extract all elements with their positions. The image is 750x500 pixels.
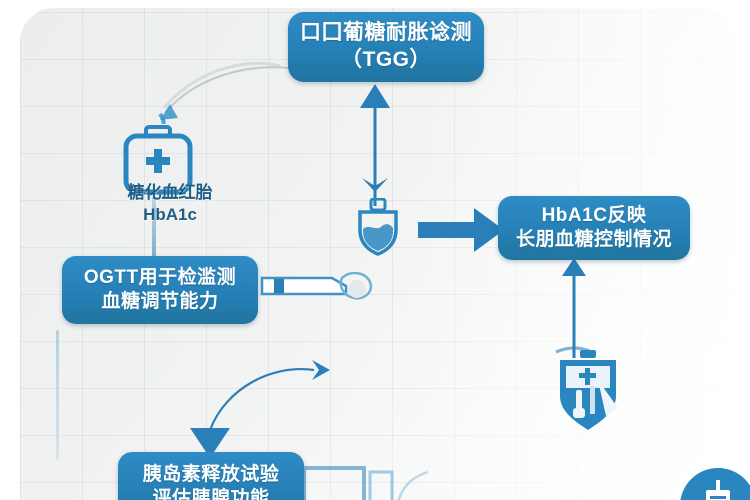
ogtt-title-box[interactable]: 口囗葡糖耐胀谂测 （TGG） bbox=[288, 12, 484, 82]
hba1c-meaning-line1: HbA1C反映 bbox=[541, 204, 647, 226]
insulin-release-line1: 胰岛素释放试验 bbox=[142, 463, 280, 485]
ogtt-purpose-box[interactable]: OGTT用于检滥测 血糖调节能力 bbox=[62, 256, 258, 324]
hba1c-caption-line1: 糖化血红胎 bbox=[127, 183, 213, 202]
hba1c-meaning-box[interactable]: HbA1C反映 长朋血糖控制情况 bbox=[498, 196, 690, 260]
hba1c-meaning-line2: 长朋血糖控制情况 bbox=[515, 229, 672, 250]
ogtt-title-line1: 口囗葡糖耐胀谂测 bbox=[300, 21, 472, 45]
blood-drop-icon bbox=[358, 198, 398, 256]
hospital-circle-icon bbox=[680, 468, 750, 500]
hba1c-caption-line2: HbA1c bbox=[143, 205, 197, 225]
insulin-release-box[interactable]: 胰岛素释放试验 评估胰腺功能 bbox=[118, 452, 304, 500]
ogtt-purpose-line2: 血糖调节能力 bbox=[101, 291, 219, 312]
hba1c-caption: 糖化血红胎 HbA1c bbox=[90, 182, 250, 226]
glucose-meter-icon bbox=[260, 272, 373, 300]
insulin-release-line2: 评估胰腺功能 bbox=[152, 488, 270, 500]
iv-bag-icon bbox=[560, 350, 618, 430]
medical-kit-icon bbox=[123, 125, 193, 195]
ogtt-title-line2: （TGG） bbox=[341, 48, 431, 71]
ogtt-purpose-line1: OGTT用于检滥测 bbox=[83, 266, 237, 288]
lab-apparatus-icon bbox=[302, 466, 429, 500]
